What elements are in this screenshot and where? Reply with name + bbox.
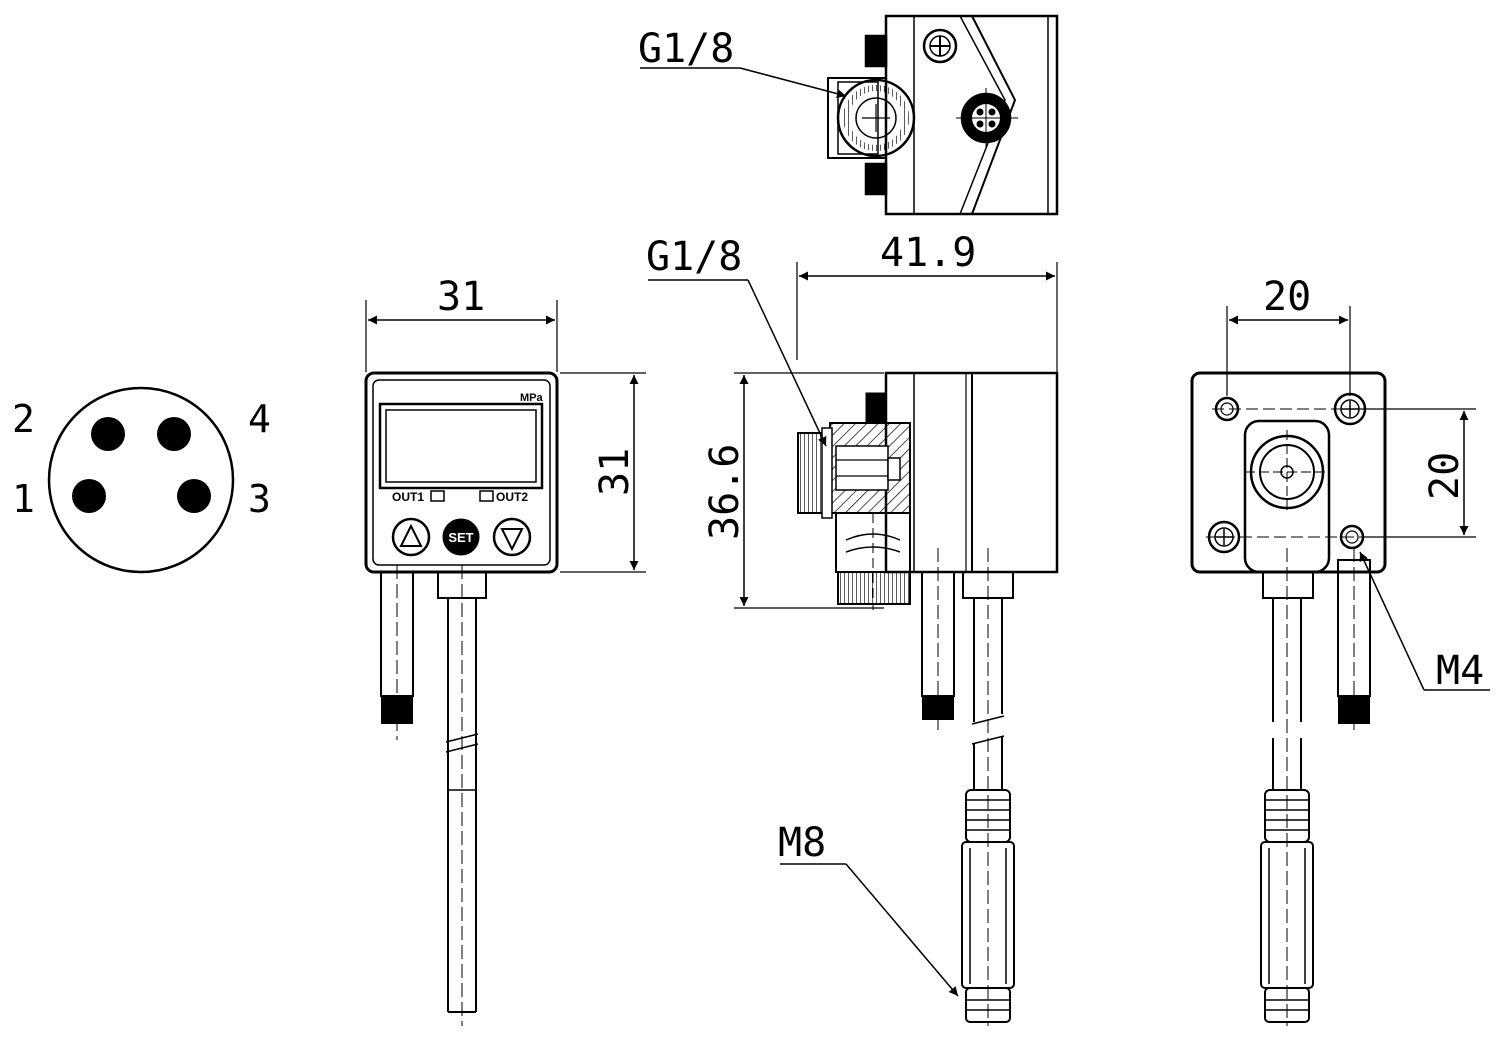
out1-indicator: [430, 490, 445, 502]
down-button[interactable]: [492, 517, 532, 557]
side-connector-label: M8: [778, 820, 826, 866]
front-display: [378, 402, 544, 490]
connector-pinout: 2 4 1 3: [12, 386, 271, 574]
out2-indicator: [479, 490, 494, 502]
top-view-port-label: G1/8: [638, 26, 734, 72]
side-m8-connector: [961, 789, 1015, 1023]
rear-vertical-dim: 20: [1422, 452, 1468, 500]
rear-thread-label: M4: [1436, 648, 1484, 694]
pin-1-label: 1: [12, 477, 35, 521]
set-button-label: SET: [448, 530, 473, 545]
top-view-tab-lower: [864, 162, 888, 196]
top-view-bevel: [971, 15, 1017, 215]
top-view-tab-upper: [864, 34, 888, 68]
front-view: [364, 300, 646, 1026]
top-view-port-g18: [836, 78, 916, 158]
pin-4-dot: [157, 417, 191, 451]
triangle-up-icon: [399, 523, 423, 547]
side-height-dim: 36.6: [702, 444, 748, 540]
pin-2-label: 2: [12, 397, 35, 441]
top-view: [640, 14, 1059, 216]
side-port-label: G1/8: [646, 234, 742, 280]
connector-face: [47, 386, 235, 574]
rear-cable-gland: [1262, 571, 1314, 599]
front-short-cable-end: [381, 696, 413, 724]
out2-label: OUT2: [496, 490, 528, 504]
up-button[interactable]: [391, 517, 431, 557]
rear-horizontal-dim: 20: [1263, 274, 1311, 320]
pin-4-label: 4: [248, 397, 271, 441]
triangle-down-icon: [500, 528, 524, 552]
front-height-dim: 31: [592, 448, 638, 496]
top-view-screw: [922, 28, 958, 64]
side-elbow-knurl: [837, 571, 911, 605]
pin-3-label: 3: [248, 477, 271, 521]
rear-short-cable-end: [1338, 696, 1370, 724]
out1-label: OUT1: [392, 490, 424, 504]
rear-m8-connector: [1260, 789, 1314, 1023]
side-tab: [865, 392, 887, 424]
unit-label: MPa: [520, 392, 544, 404]
rear-view: [1190, 306, 1490, 1026]
pin-2-dot: [91, 417, 125, 451]
front-width-dim: 31: [437, 274, 485, 320]
set-button[interactable]: [442, 518, 480, 556]
pin-1-dot: [72, 479, 106, 513]
side-short-cable-end: [922, 696, 954, 720]
pin-3-dot: [177, 479, 211, 513]
side-length-dim: 41.9: [880, 230, 976, 276]
side-view: [648, 262, 1059, 1026]
